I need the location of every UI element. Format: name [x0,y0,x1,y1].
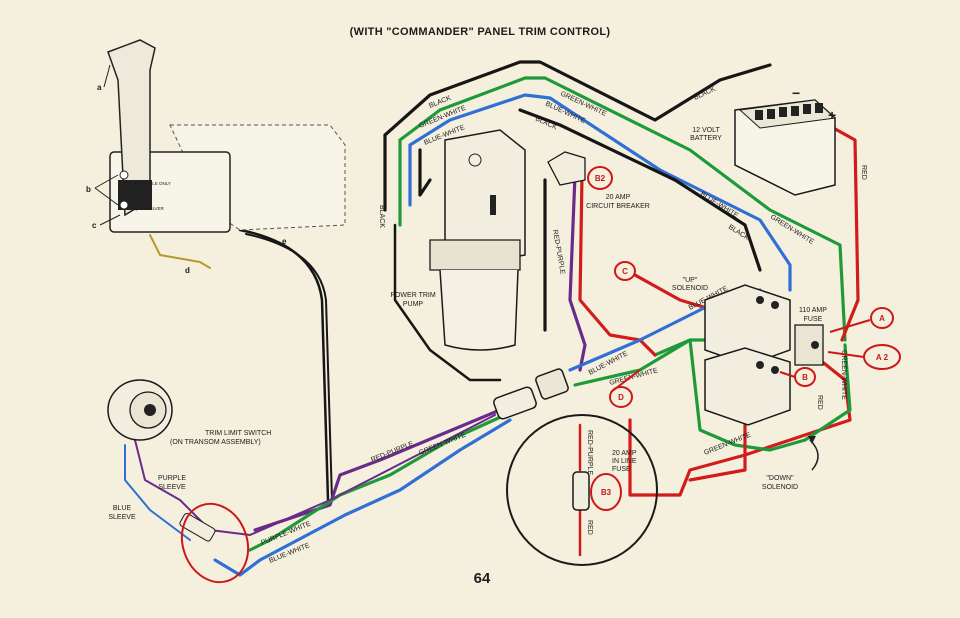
pump-label-1: POWER TRIM [390,292,436,299]
power-trim-pump-illustration [429,129,526,351]
wire-limit-blue [124,444,191,541]
breaker-label-2: CIRCUIT BREAKER [586,203,650,210]
callout-b2-ring [587,166,613,190]
wire-green-lower [248,413,507,552]
letter-b: b [86,185,91,194]
breaker-label-1: 20 AMP [606,194,631,201]
trim-limit-label-2: (ON TRANSOM ASSEMBLY) [170,439,261,446]
callout-d: D [618,393,624,402]
wire-label-red-1: RED [860,165,867,180]
battery-positive: + [828,107,836,123]
battery-negative: − [792,85,800,101]
fuse-label-2: FUSE [804,316,823,323]
callout-c: C [622,267,628,276]
inline-fuse-label-1: 20 AMP [612,450,637,457]
down-solenoid-label-2: SOLENOID [762,484,798,491]
callout-b3: B3 [601,488,612,497]
inline-fuse-label-2: IN LINE [612,458,637,465]
wire-control-d [149,234,211,269]
battery-label-1: 12 VOLT [692,127,720,134]
control-label: THROTTLE ONLY [134,181,171,186]
callout-c-ring [614,261,636,281]
callout-b: B [802,373,808,382]
remote-control-illustration: THROTTLE ONLY QUICKSILVER [107,39,346,233]
wire-black-pump-battery [383,60,772,212]
inline-fuse-label-3: FUSE [612,466,631,473]
wire-red-breaker [578,173,657,357]
wire-blue-lower [213,418,512,577]
blue-sleeve-label-2: SLEEVE [108,514,136,521]
pump-label-2: PUMP [403,301,424,308]
purple-sleeve-label-2: SLEEVE [158,484,186,491]
down-solenoid-label-1: "DOWN" [766,475,794,482]
callout-b2: B2 [595,174,606,183]
wire-label-black-5: BLACK [378,205,385,228]
wire-red-purple-breaker [568,173,587,372]
wire-label-red-purple-1: RED-PURPLE [551,229,566,275]
inline-fuse-holder [572,471,590,511]
harness-connector-illustration [493,368,569,420]
callout-d-ring [609,386,633,408]
wire-limit-purple [134,439,206,526]
purple-sleeve-label-1: PURPLE [158,475,186,482]
callout-a-ring [870,307,894,329]
blue-sleeve-label-1: BLUE [113,505,132,512]
trim-limit-switch-illustration [107,379,216,542]
wire-green-right [653,338,852,452]
callout-annotations [180,166,901,584]
trim-limit-label-1: TRIM LIMIT SWITCH [205,430,271,437]
page-number: 64 [474,570,491,587]
callout-a2: A 2 [876,353,889,362]
battery-illustration [734,99,837,196]
solenoids-illustration [704,284,824,471]
callout-a: A [879,314,885,323]
wire-black-pump-down [393,223,502,382]
wire-label-red-2: RED [586,520,593,535]
control-sublabel: QUICKSILVER [134,206,165,211]
callout-b3-ring [590,473,622,511]
diagram-title: (WITH "COMMANDER" PANEL TRIM CONTROL) [350,26,611,38]
battery-label-2: BATTERY [690,135,722,142]
wire-harness-e2 [245,233,333,501]
up-solenoid-label-2: SOLENOID [672,285,708,292]
wire-red-purple-lower [253,408,502,532]
wire-label-black-2: BLACK [534,115,558,131]
fuse-label-1: 110 AMP [799,307,827,314]
inline-fuse-inset [506,414,658,566]
sleeve-highlight-ring [180,502,250,584]
letter-a: a [97,83,102,92]
wire-blue-pump [408,93,792,292]
wire-green-pump [398,76,847,342]
wire-label-red-purple-3: RED-PURPLE [586,430,593,475]
wire-red-battery [826,123,860,342]
up-solenoid-label-1: "UP" [683,277,698,284]
letter-d: d [185,266,190,275]
wire-label-green-7: GREEN-WHITE [840,350,847,400]
leader-lines [94,64,121,226]
wire-black-pump-2 [418,108,762,272]
wire-purple-lower [209,414,496,536]
circuit-breaker-illustration [547,151,586,186]
letter-c: c [92,221,97,230]
wire-label-red-3: RED [816,395,823,410]
letter-e: e [282,237,287,246]
